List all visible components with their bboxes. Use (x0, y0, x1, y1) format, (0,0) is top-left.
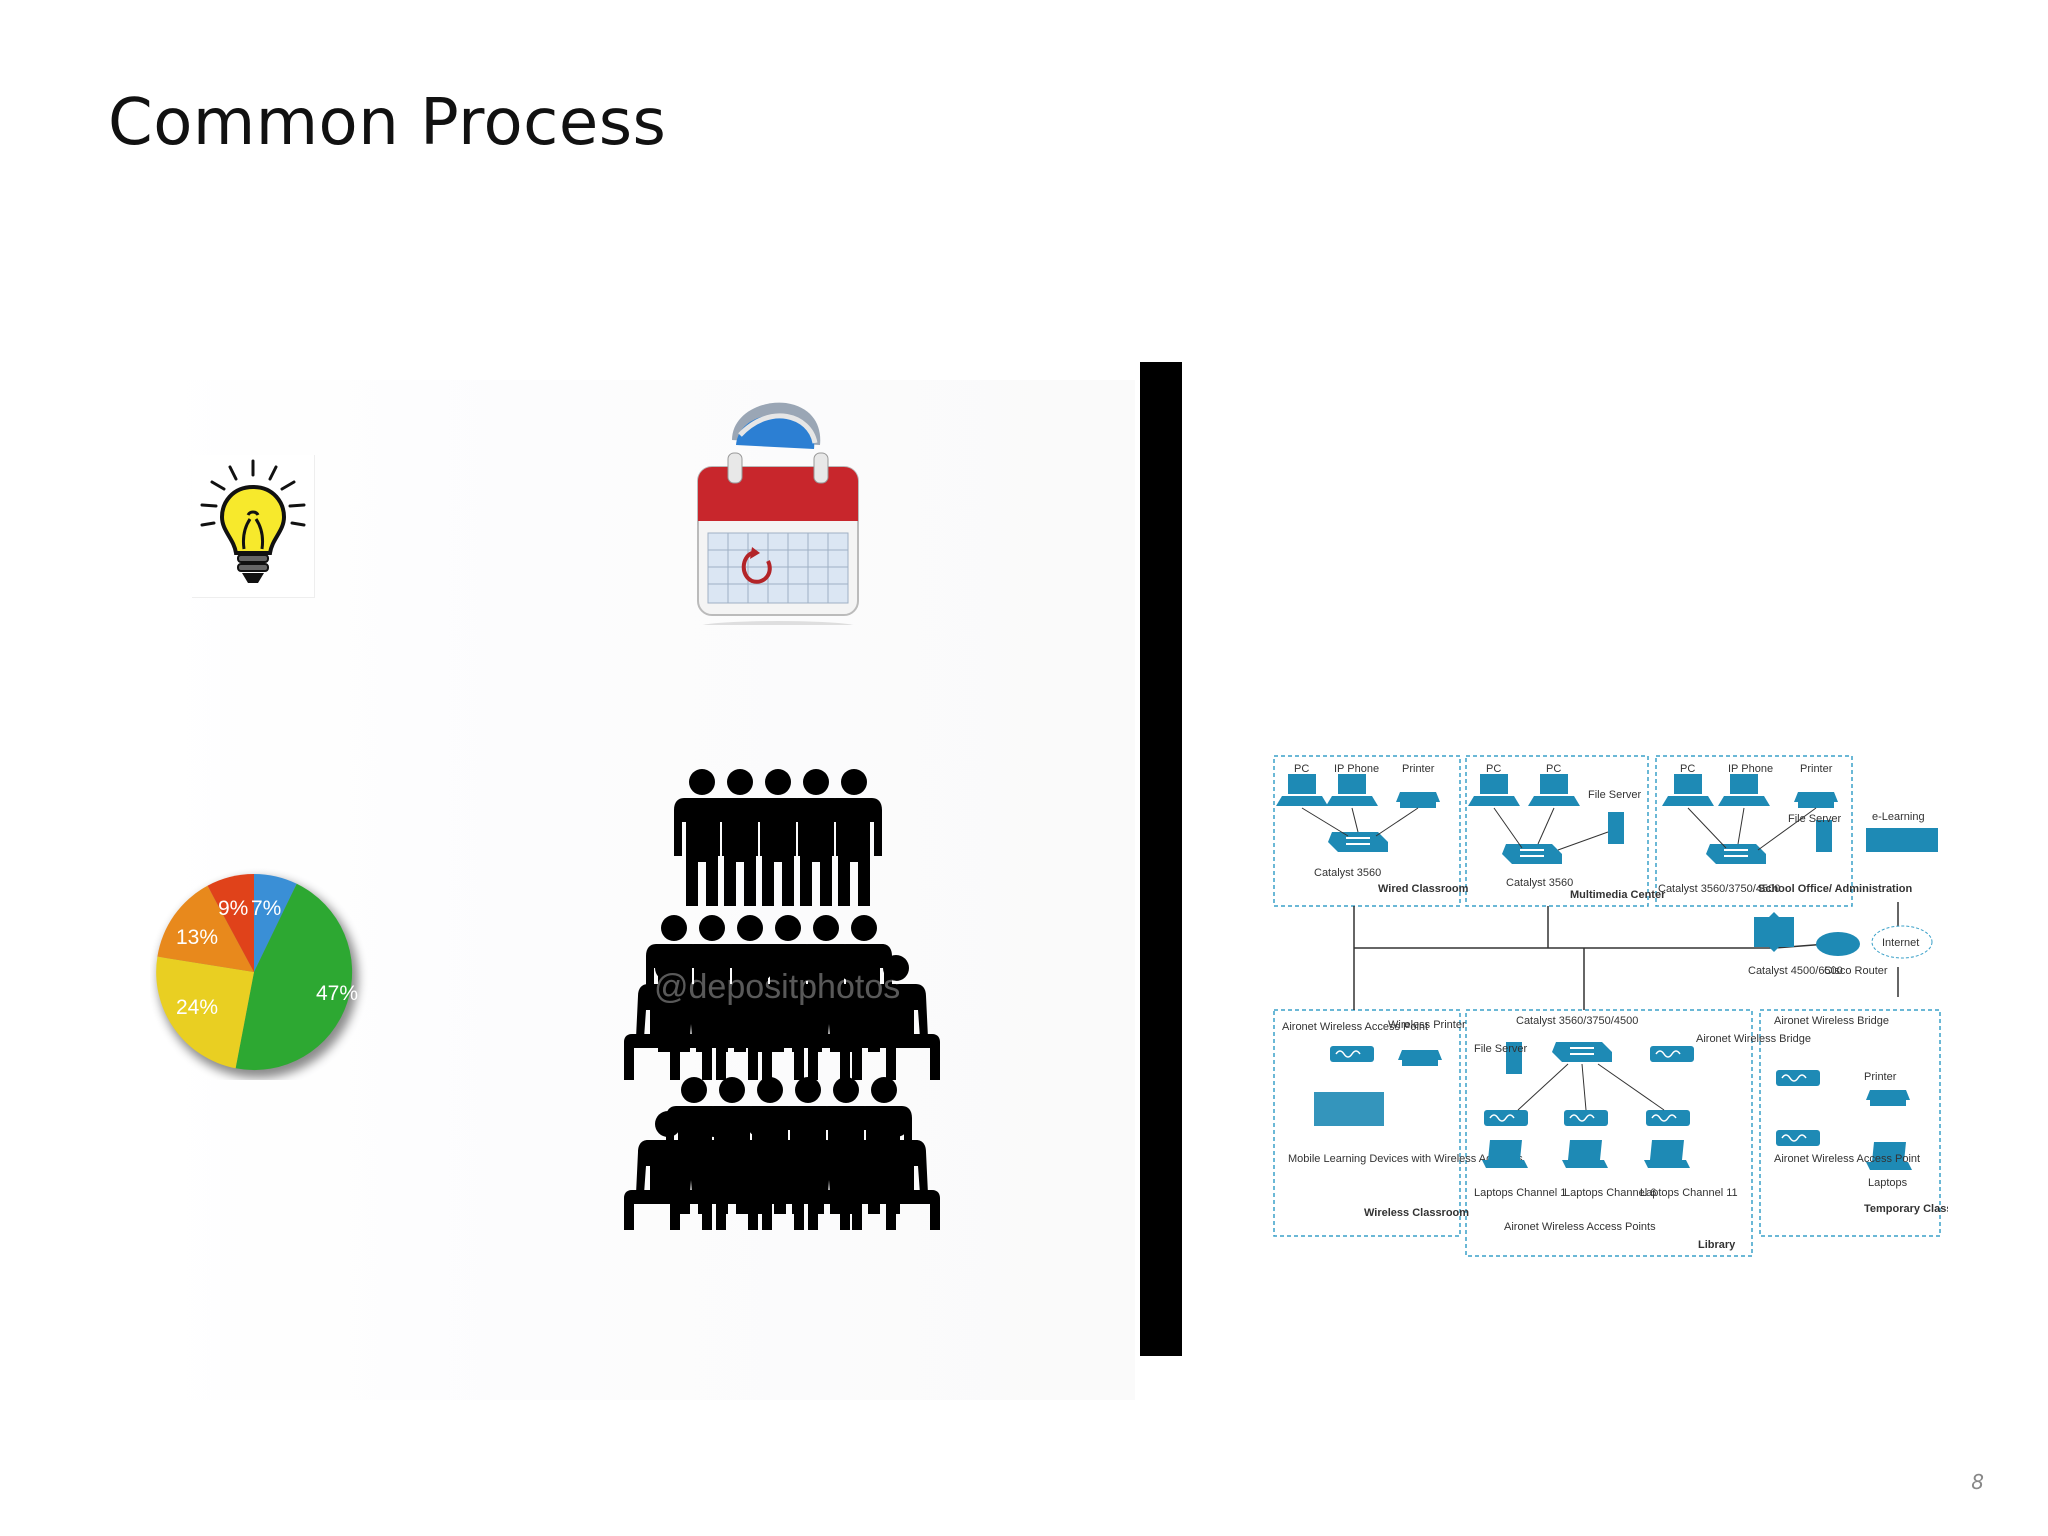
svg-text:Mobile Learning Devices with W: Mobile Learning Devices with Wireless Ad… (1288, 1153, 1523, 1165)
pie-label-24: 24% (176, 996, 218, 1019)
pie-label-13: 13% (176, 926, 218, 949)
pie-slice-green (235, 883, 353, 1071)
pie-label-9: 9% (218, 897, 248, 920)
svg-text:School Office/ Administration: School Office/ Administration (1758, 883, 1912, 895)
pie-slice-red (207, 874, 254, 972)
pie-slice-yellow (156, 956, 254, 1069)
svg-text:e-Learning: e-Learning (1872, 811, 1925, 823)
svg-text:Catalyst 3560: Catalyst 3560 (1314, 867, 1381, 879)
svg-text:PC: PC (1486, 763, 1501, 775)
svg-text:Aironet Wireless Bridge: Aironet Wireless Bridge (1696, 1033, 1811, 1045)
svg-text:Temporary Classroom: Temporary Classroom (1864, 1203, 1948, 1215)
lightbulb-icon (192, 455, 315, 598)
svg-text:Printer: Printer (1800, 763, 1833, 775)
svg-text:Laptops Channel 11: Laptops Channel 11 (1640, 1187, 1738, 1199)
svg-text:Laptops Channel 1: Laptops Channel 1 (1474, 1187, 1566, 1199)
svg-text:Internet: Internet (1882, 937, 1919, 949)
watermark-text: @depositphotos (654, 968, 900, 1006)
svg-text:Catalyst 3560: Catalyst 3560 (1506, 877, 1573, 889)
svg-text:Wireless Classroom: Wireless Classroom (1364, 1207, 1469, 1219)
svg-text:Wired Classroom: Wired Classroom (1378, 883, 1469, 895)
svg-text:File Server: File Server (1788, 813, 1842, 825)
pie-label-47: 47% (316, 982, 358, 1005)
pie-label-7: 7% (251, 897, 281, 920)
svg-text:Wireless Printer: Wireless Printer (1388, 1019, 1466, 1031)
crowd-icon: @depositphotos (620, 760, 940, 1236)
svg-text:Aironet Wireless Access Point: Aironet Wireless Access Point (1774, 1153, 1920, 1165)
svg-text:Catalyst 3560/3750/4500: Catalyst 3560/3750/4500 (1658, 883, 1780, 895)
calendar-icon (690, 395, 865, 633)
svg-text:Multimedia Center: Multimedia Center (1570, 889, 1666, 901)
svg-text:Laptops Channel 6: Laptops Channel 6 (1564, 1187, 1656, 1199)
vertical-divider (1140, 362, 1182, 1356)
svg-text:Laptops: Laptops (1868, 1177, 1908, 1189)
svg-text:Cisco Router: Cisco Router (1824, 965, 1888, 977)
svg-text:File Server: File Server (1474, 1043, 1528, 1055)
svg-text:Aironet Wireless Access Point: Aironet Wireless Access Point (1282, 1021, 1428, 1033)
svg-text:IP Phone: IP Phone (1334, 763, 1379, 775)
svg-text:Aironet Wireless Bridge: Aironet Wireless Bridge (1774, 1015, 1889, 1027)
svg-text:PC: PC (1680, 763, 1695, 775)
pie-slice-blue (254, 874, 297, 972)
svg-text:Catalyst 4500/6500: Catalyst 4500/6500 (1748, 965, 1843, 977)
svg-text:Printer: Printer (1864, 1071, 1897, 1083)
svg-text:Printer: Printer (1402, 763, 1435, 775)
page-number: 8 (1971, 1470, 1984, 1494)
pie-chart: 47% 24% 13% 9% 7% (150, 860, 370, 1080)
svg-text:Library: Library (1698, 1239, 1736, 1251)
svg-text:IP Phone: IP Phone (1728, 763, 1773, 775)
slide-title: Common Process (108, 86, 667, 160)
svg-text:PC: PC (1294, 763, 1309, 775)
svg-text:File Server: File Server (1588, 789, 1642, 801)
pie-slice-orange (157, 885, 254, 972)
svg-text:PC: PC (1546, 763, 1561, 775)
svg-text:Aironet Wireless Access Points: Aironet Wireless Access Points (1504, 1221, 1656, 1233)
svg-text:Catalyst 3560/3750/4500: Catalyst 3560/3750/4500 (1516, 1015, 1638, 1027)
network-diagram: PC IP Phone Printer Catalyst 3560 Wired … (1268, 752, 1980, 1262)
